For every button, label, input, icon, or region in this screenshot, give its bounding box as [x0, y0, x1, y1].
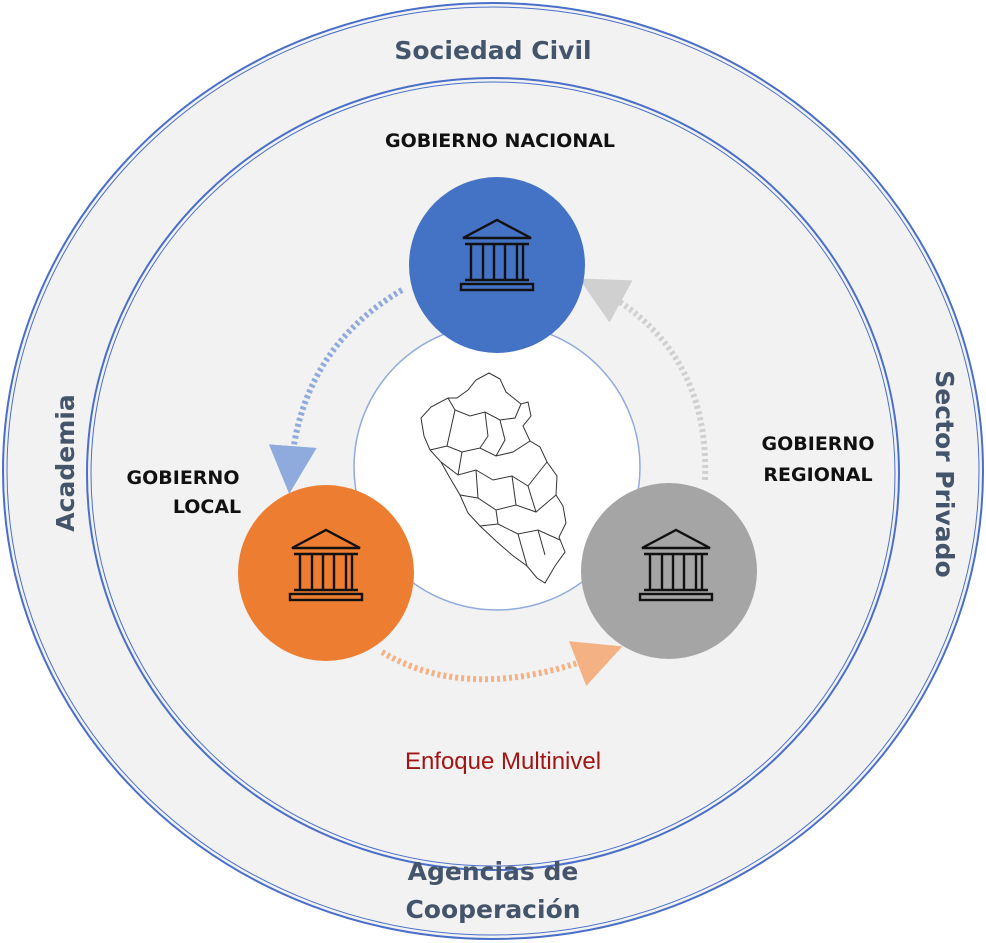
arrow-nacional-to-local [268, 287, 404, 494]
gobierno-nacional-node [409, 177, 585, 353]
agencias-label-line2: Cooperación [405, 895, 580, 924]
sociedad-civil-label: Sociedad Civil [394, 36, 591, 65]
gobierno-regional-node [581, 483, 757, 659]
inner-ring-inner-line [90, 81, 896, 867]
peru-map-icon [420, 372, 567, 584]
arrow-regional-to-nacional [578, 278, 709, 481]
arrow-local-to-regional [380, 641, 623, 687]
enfoque-multinivel-label: Enfoque Multinivel [405, 748, 601, 775]
agencias-label-line1: Agencias de [408, 857, 579, 886]
gobierno-local-label-line1: GOBIERNO [127, 467, 240, 489]
outer-ring-inner-line [6, 6, 980, 936]
gobierno-regional-label-line2: REGIONAL [763, 464, 872, 486]
gobierno-local-label-line2: LOCAL [173, 496, 241, 518]
gobierno-nacional-label: GOBIERNO NACIONAL [385, 130, 615, 152]
academia-label: Academia [51, 394, 80, 531]
government-building-icon [638, 528, 714, 602]
sector-privado-label: Sector Privado [930, 370, 959, 577]
gobierno-regional-label-line1: GOBIERNO [762, 433, 875, 455]
government-building-icon [459, 218, 535, 292]
gobierno-local-node [238, 485, 414, 661]
government-building-icon [288, 528, 364, 602]
